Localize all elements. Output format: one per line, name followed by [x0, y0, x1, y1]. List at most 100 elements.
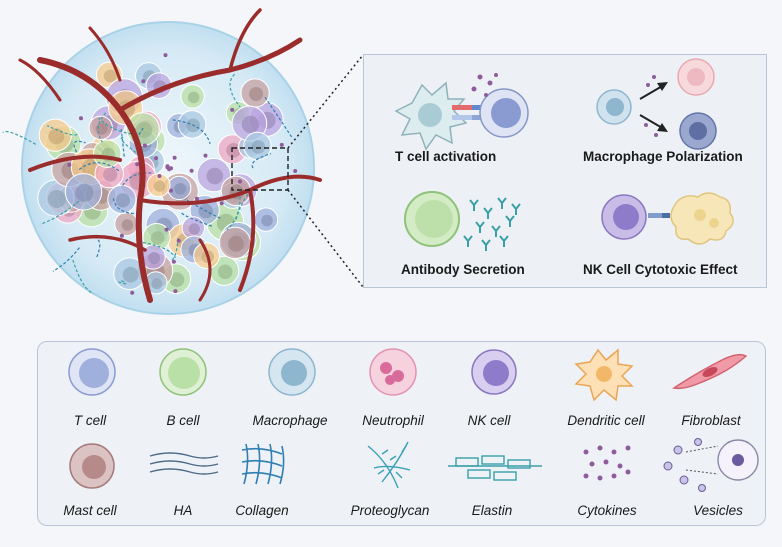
tissue-cytokine [154, 156, 159, 161]
tissue-cytokine [164, 227, 169, 232]
legend-mast-cell: Mast cell [63, 503, 117, 518]
antibody-icon [511, 203, 521, 215]
mast-cell-icon [69, 443, 115, 489]
zoom-connector-top [287, 54, 364, 149]
tissue-cell-nucleus [48, 128, 65, 145]
label-macrophage-polarization: Macrophage Polarization [583, 149, 743, 164]
legend-cytokines: Cytokines [577, 503, 637, 518]
collagen-icon [241, 443, 285, 485]
zoom-connector-bottom [287, 189, 364, 288]
antibody-icon [475, 221, 485, 233]
tissue-cytokine [141, 79, 146, 84]
legend-elastin: Elastin [471, 503, 513, 518]
tissue-cytokine [165, 164, 170, 169]
tissue-cell-nucleus [150, 231, 165, 245]
antibody-icon [505, 215, 515, 227]
tissue-sphere [2, 8, 322, 315]
label-t-cell-activation: T cell activation [395, 149, 497, 164]
tissue-fiber [46, 125, 78, 136]
tissue-fiber [264, 96, 293, 138]
tissue-cytokine [172, 155, 177, 160]
tissue-cell-nucleus [187, 91, 200, 104]
label-nk-cytotoxic: NK Cell Cytotoxic Effect [583, 262, 738, 277]
zoom-box [231, 147, 289, 191]
mechanism-panel-art [394, 58, 734, 251]
tissue-fiber [251, 153, 272, 169]
macrophage-polarization-art [596, 58, 717, 150]
tissue-fiber [2, 130, 37, 145]
cytokines-icon [583, 445, 631, 481]
legend: T cell B cell Macrophage Neutrophil NK c… [37, 341, 766, 526]
t-cell-activation-art [394, 73, 529, 151]
macrophage-icon [268, 348, 316, 396]
tissue-cell-nucleus [188, 223, 200, 235]
legend-ha: HA [173, 503, 193, 518]
tissue-cytokine [173, 289, 178, 294]
ha-icon [149, 452, 219, 475]
tissue-cytokine [135, 162, 140, 167]
tissue-fiber [40, 200, 80, 225]
legend-b-cell: B cell [166, 413, 200, 428]
dendritic-cell-icon [574, 348, 634, 402]
legend-nk-cell: NK cell [467, 413, 511, 428]
antibody-icon [491, 225, 501, 237]
tissue-cell-nucleus [151, 278, 163, 290]
tissue-cell-nucleus [251, 140, 266, 154]
tissue-cytokine [169, 166, 173, 171]
blood-vessel [18, 8, 322, 303]
antibody-secretion-art [404, 191, 521, 251]
nk-cell-icon [471, 349, 517, 395]
tissue-fiber [73, 140, 86, 153]
tissue-cytokine [163, 53, 168, 58]
tissue-cytokine [176, 238, 181, 243]
legend-collagen: Collagen [235, 503, 289, 518]
tissue-cytokine [238, 179, 242, 184]
tissue-cytokine [219, 201, 224, 206]
tissue-cell-nucleus [226, 143, 241, 158]
tissue-cytokine [195, 196, 199, 201]
tissue-cytokine [279, 142, 284, 147]
tissue-cytokine [142, 143, 147, 148]
tissue-fiber [229, 73, 241, 108]
tissue-cell-nucleus [148, 252, 161, 264]
legend-dendritic-cell: Dendritic cell [567, 413, 645, 428]
tissue-cell-nucleus [206, 167, 224, 185]
tissue-fiber [122, 172, 154, 186]
proteoglycan-icon [367, 441, 411, 489]
antibody-icon [499, 235, 509, 247]
legend-icons [68, 348, 759, 492]
tissue-cell-nucleus [217, 264, 233, 280]
tissue-fiber [97, 112, 107, 143]
tissue-cytokine [293, 169, 298, 173]
tissue-cytokine [119, 233, 124, 238]
tissue-cell-nucleus [228, 236, 244, 252]
tissue-fiber [172, 119, 211, 144]
tissue-cell-nucleus [122, 266, 139, 283]
label-antibody-secretion: Antibody Secretion [401, 262, 525, 277]
tissue-cell-nucleus [153, 180, 166, 192]
mechanism-panel: T cell activation Macrophage Polarizatio… [363, 54, 767, 288]
tissue-cytokine [169, 188, 173, 193]
nk-cytotoxic-art [601, 192, 734, 245]
neutrophil-icon [369, 348, 417, 396]
tissue-cell-nucleus [169, 272, 185, 288]
tissue-cytokine [157, 174, 162, 178]
legend-fibroblast: Fibroblast [681, 413, 741, 428]
tissue-fiber [120, 136, 139, 155]
tissue-cell-nucleus [121, 219, 134, 231]
tissue-cell-nucleus [103, 69, 117, 83]
tissue-fiber [72, 259, 94, 295]
legend-proteoglycan: Proteoglycan [350, 503, 430, 518]
t-cell-icon [68, 348, 116, 396]
tissue-cytokine [230, 107, 235, 112]
tissue-cell-nucleus [47, 190, 66, 208]
tissue-fiber [118, 279, 127, 285]
legend-vesicles: Vesicles [693, 503, 743, 518]
legend-macrophage: Macrophage [252, 413, 328, 428]
tissue-fiber [52, 247, 80, 272]
antibody-icon [483, 207, 493, 219]
tissue-fiber [120, 129, 125, 157]
tissue-fiber [78, 162, 120, 172]
b-cell-icon [159, 348, 207, 396]
